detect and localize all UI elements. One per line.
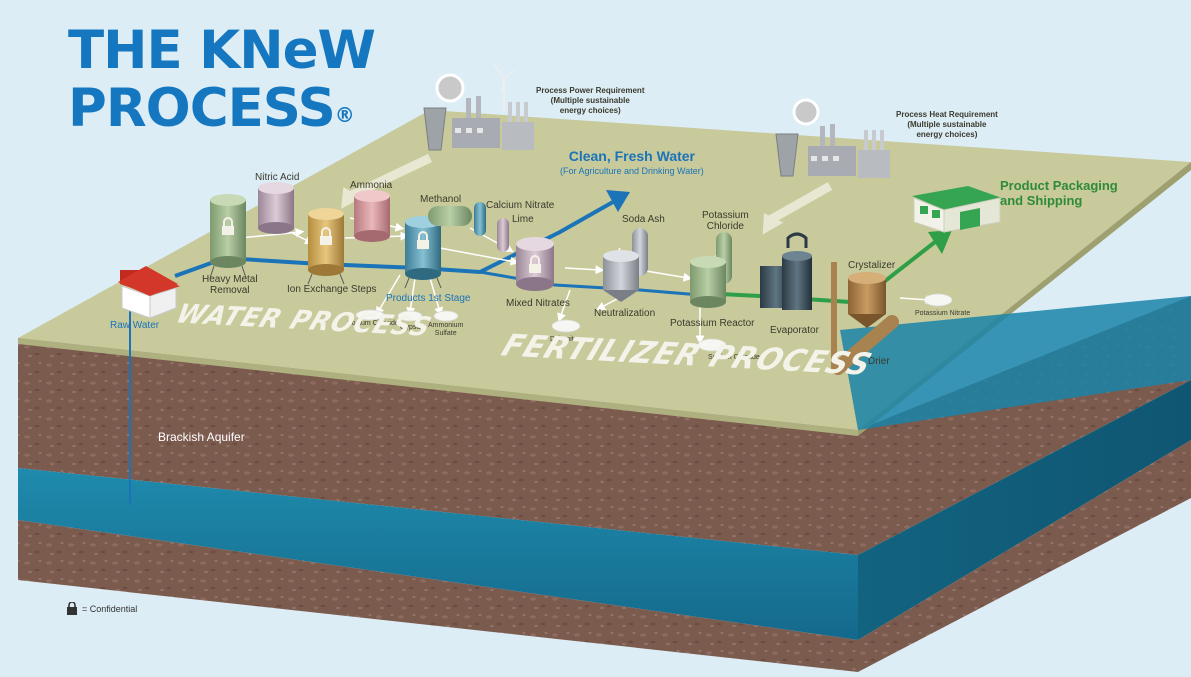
heat-plant xyxy=(775,98,890,178)
sodium-chloride-pile-2 xyxy=(697,338,727,352)
calcium-nitrate-label: Calcium Nitrate xyxy=(486,200,555,211)
ammonium-line1: Ammonium xyxy=(428,322,464,329)
products-1st-stage-label: Products 1st Stage xyxy=(386,293,471,304)
ammonium-line2: Sulfate xyxy=(434,330,457,337)
ammonia-tank xyxy=(354,190,390,242)
drier-label: Drier xyxy=(868,356,890,367)
potassium-reactor-tank xyxy=(690,256,726,308)
power-requirement-line2: (Multiple sustainable xyxy=(550,96,630,105)
packaging-label: Product Packaging and Shipping xyxy=(1000,178,1118,208)
sodium-chloride-pile xyxy=(355,309,385,321)
ion-exchange-tank xyxy=(307,208,345,285)
lime-label: Lime xyxy=(512,214,534,225)
sun-icon xyxy=(435,73,465,103)
crystalizer-label: Crystalizer xyxy=(848,260,896,271)
soda-ash-label: Soda Ash xyxy=(622,214,665,225)
fresh-water-label: Clean, Fresh Water (For Agriculture and … xyxy=(560,148,704,176)
potassium-nitrate-label: Potassium Nitrate xyxy=(915,310,971,317)
heavy-metal-tank xyxy=(209,194,247,279)
nitric-acid-label: Nitric Acid xyxy=(255,172,300,183)
packaging-line1: Product Packaging xyxy=(1000,178,1118,193)
raw-water-label: Raw Water xyxy=(110,320,160,331)
methanol-tank xyxy=(428,206,472,226)
dolomite-pile xyxy=(551,319,581,333)
evaporator-tank xyxy=(760,232,812,310)
power-requirement-title: Process Power Requirement xyxy=(536,86,645,95)
fresh-water-arrow xyxy=(606,190,630,212)
heavy-metal-line2: Removal xyxy=(210,285,250,296)
potassium-chloride-label: Potassium Chloride xyxy=(702,210,749,232)
potassium-chloride-line2: Chloride xyxy=(706,221,744,232)
crystalizer-tank xyxy=(831,262,886,372)
ammonium-sulfate-pile xyxy=(433,310,459,322)
gypsum-label: Gypsum xyxy=(400,324,427,331)
potassium-reactor-label: Potassium Reactor xyxy=(670,318,755,329)
aquifer-side xyxy=(858,380,1191,640)
brackish-aquifer-label: Brackish Aquifer xyxy=(158,430,245,444)
legend: = Confidential xyxy=(66,602,137,615)
soil-front-lower xyxy=(18,520,858,672)
heat-requirement-line3: energy choices) xyxy=(916,130,978,139)
sodium-chloride-label: Sodium Chloride xyxy=(347,320,399,327)
heat-requirement-label: Process Heat Requirement (Multiple susta… xyxy=(896,110,998,140)
ammonium-sulfate-label: Ammonium Sulfate xyxy=(428,322,463,338)
packaging-flow-line xyxy=(878,240,937,287)
fresh-water-subtitle: (For Agriculture and Drinking Water) xyxy=(560,166,704,176)
lock-icon xyxy=(67,602,77,615)
power-requirement-label: Process Power Requirement (Multiple sust… xyxy=(536,86,644,116)
drier-drum xyxy=(831,315,899,375)
evaporator-label: Evaporator xyxy=(770,325,819,336)
methanol-label: Methanol xyxy=(420,194,462,205)
potassium-chloride-line1: Potassium xyxy=(702,210,749,221)
packaging-building-icon xyxy=(912,186,1002,233)
lock-icon xyxy=(222,217,234,235)
raw-water-house-icon xyxy=(118,266,180,319)
aquifer-top xyxy=(840,296,1191,430)
aquifer-front xyxy=(18,468,858,640)
power-flow-arrow xyxy=(348,153,432,201)
heavy-metal-label: Heavy Metal Removal xyxy=(202,274,258,296)
title-line-2: PROCESS xyxy=(68,78,336,139)
lock-icon xyxy=(529,255,541,273)
power-plant xyxy=(423,63,534,151)
potassium-nitrate-pile xyxy=(923,293,953,307)
calcium-nitrate-tank xyxy=(474,202,486,236)
mixed-nitrates-label: Mixed Nitrates xyxy=(506,298,570,309)
ammonia-label: Ammonia xyxy=(350,180,393,191)
heat-flow-arrow xyxy=(767,182,833,224)
neutralization-tank xyxy=(603,250,639,302)
lock-icon xyxy=(417,231,429,249)
lock-icon xyxy=(320,227,332,245)
packaging-arrow xyxy=(928,230,952,254)
registered-mark: ® xyxy=(334,103,355,127)
lime-tank xyxy=(497,218,509,252)
soil-side-lower xyxy=(858,440,1191,672)
heat-requirement-title: Process Heat Requirement xyxy=(896,110,998,119)
dolomite-label: Dolomite xyxy=(550,336,578,343)
heat-requirement-line2: (Multiple sustainable xyxy=(907,120,987,129)
products-1st-stage-tank xyxy=(404,216,442,289)
sun-icon xyxy=(792,98,820,126)
wind-turbine-icon xyxy=(493,63,517,112)
nitric-acid-tank xyxy=(258,182,294,234)
packaging-line2: and Shipping xyxy=(1000,193,1083,208)
power-requirement-line3: energy choices) xyxy=(559,106,621,115)
ion-exchange-label: Ion Exchange Steps xyxy=(287,284,377,295)
title-line-1: THE KNeW xyxy=(68,20,376,81)
page-title: THE KNeW PROCESS® xyxy=(68,20,376,139)
neutralization-label: Neutralization xyxy=(594,308,656,319)
legend-text: = Confidential xyxy=(82,603,138,614)
fresh-water-title: Clean, Fresh Water xyxy=(568,148,695,164)
heavy-metal-line1: Heavy Metal xyxy=(202,274,258,285)
sodium-chloride-label-2: Sodium Chloride xyxy=(708,354,760,361)
soil-front-upper xyxy=(18,338,858,555)
gypsum-pile xyxy=(397,310,423,322)
